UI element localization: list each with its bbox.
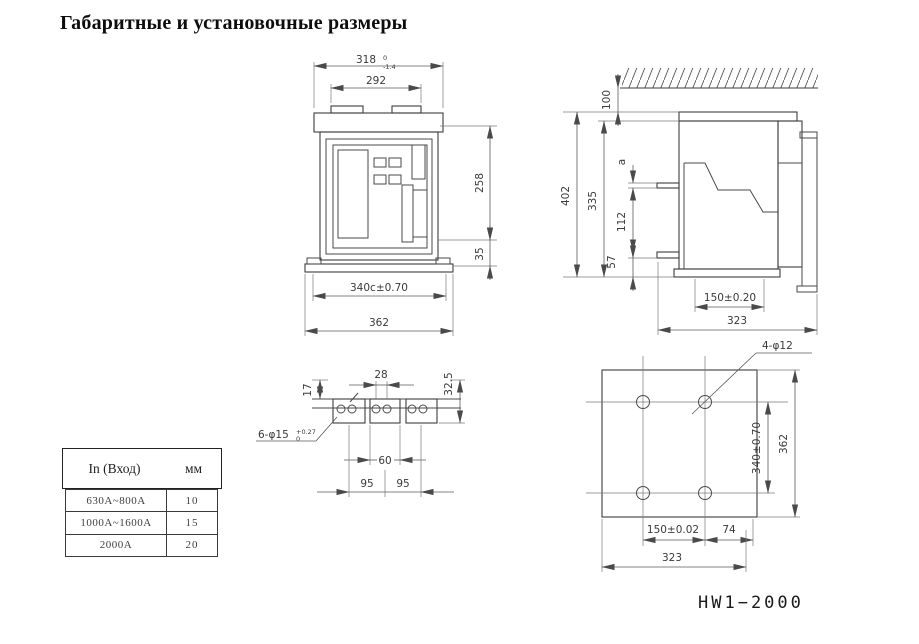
break-mark (349, 392, 359, 403)
thickness-cell: 20 (185, 539, 199, 552)
mounting-hole (698, 486, 712, 500)
dim-side-bottom-offset: 57 (606, 255, 618, 268)
front-button (388, 174, 402, 185)
dim-plate-height: 362 (778, 434, 790, 454)
mounting-plate (601, 369, 758, 518)
dim-front-width-base: 362 (369, 317, 389, 329)
dim-front-width-overall: 318 (356, 54, 376, 66)
terminal-hole (371, 404, 381, 414)
dim-front-width-tol-lower: -1.4 (383, 63, 396, 71)
mounting-plate-view: 4-φ12 340±0.70 362 150±0.02 74 323 (586, 340, 812, 572)
thickness-cell: 10 (185, 494, 199, 507)
dim-side-busbar-thickness: a (616, 159, 628, 165)
side-rear-block (777, 120, 803, 268)
spec-col-header-mm: мм (184, 460, 203, 476)
dim-terminal-width: 32.5 (443, 372, 455, 395)
dim-front-width-tol-upper: 0 (383, 54, 387, 62)
terminal-hole (382, 404, 392, 414)
front-button (373, 174, 387, 185)
front-button (373, 157, 387, 168)
dim-side-terminal-spacing: 112 (616, 212, 628, 232)
terminal-pad (332, 398, 366, 424)
label-terminal-holes-tol-lower: 0 (296, 435, 300, 443)
terminal-pad (405, 398, 438, 424)
side-rail-tab-top (799, 131, 818, 139)
front-top-cap (313, 112, 444, 133)
table-row: 1000A~1600A 15 (66, 511, 217, 534)
dim-side-gap-to-wall: 100 (601, 90, 613, 110)
dim-side-depth-overall: 323 (727, 315, 747, 327)
dim-side-height-overall: 402 (560, 186, 572, 206)
mounting-hole (698, 395, 712, 409)
dim-terminal-pitch-left: 95 (360, 478, 373, 490)
terminal-hole (347, 404, 357, 414)
front-base-plate (304, 263, 454, 273)
rating-cell: 630A~800A (66, 490, 167, 512)
front-right-slot (411, 144, 426, 180)
front-body (319, 131, 439, 261)
rating-cell: 2000A (66, 534, 167, 556)
side-rail-tab-bottom (796, 285, 818, 293)
dim-side-height-frame: 335 (587, 191, 599, 211)
front-inner-frame (325, 138, 433, 255)
mounting-hole (636, 395, 650, 409)
spec-table-header: In (Вход) мм (62, 448, 222, 489)
terminal-hole (336, 404, 346, 414)
spec-table-body: 630A~800A 10 1000A~1600A 15 2000A 20 (65, 489, 218, 557)
side-top-plate (678, 111, 798, 122)
dim-terminal-pitch-right: 95 (396, 478, 409, 490)
front-handle-slot (401, 184, 414, 243)
side-busbar-lower (656, 251, 680, 259)
side-drawout-profile (684, 162, 778, 213)
dim-terminal-inner: 60 (378, 455, 391, 467)
front-foot-right (435, 257, 451, 265)
thickness-cell: 15 (185, 516, 199, 529)
wall-hatching (622, 68, 818, 88)
front-foot-left (306, 257, 322, 265)
side-rear-rail (801, 137, 818, 287)
side-view: 100 402 335 a 112 57 150±0.20 (560, 68, 818, 335)
side-body (678, 120, 779, 270)
dim-terminal-end: 17 (302, 383, 314, 396)
terminal-hole (418, 404, 428, 414)
front-left-panel (337, 149, 369, 239)
dim-plate-mount-width: 150±0.02 (647, 524, 699, 536)
spec-col-header-in: In (Вход) (88, 460, 141, 476)
front-top-tab-left (330, 105, 364, 114)
label-terminal-holes-tol-upper: +0.27 (296, 428, 316, 436)
front-view: 318 0 -1.4 292 258 35 340c±0.70 (304, 54, 497, 336)
dim-front-width-tabs: 292 (366, 75, 386, 87)
front-handle (412, 189, 428, 238)
page-title: Габаритные и установочные размеры (60, 12, 408, 34)
model-label: HW1−2000 (698, 593, 804, 613)
dim-terminal-hole-pair: 28 (374, 369, 387, 381)
dim-plate-edge-offset: 74 (722, 524, 736, 536)
dim-plate-mount-height: 340±0.70 (751, 422, 763, 474)
label-terminal-holes: 6-φ15 (258, 429, 289, 441)
dim-front-mount-spacing: 340c±0.70 (350, 282, 408, 294)
front-button (388, 157, 402, 168)
dim-plate-width: 323 (662, 552, 682, 564)
label-plate-holes: 4-φ12 (762, 340, 793, 352)
dim-front-height-base: 35 (474, 247, 486, 260)
dim-front-height-body: 258 (474, 173, 486, 193)
front-top-tab-right (391, 105, 422, 114)
mounting-hole (636, 486, 650, 500)
terminal-hole (407, 404, 417, 414)
terminal-view: 17 28 32.5 60 (256, 369, 465, 497)
side-busbar-upper (656, 182, 680, 189)
side-bottom-plate (673, 268, 781, 278)
dim-side-mount-depth: 150±0.20 (704, 292, 756, 304)
table-row: 630A~800A 10 (66, 490, 217, 512)
rating-cell: 1000A~1600A (66, 512, 167, 534)
table-row: 2000A 20 (66, 533, 217, 556)
terminal-pad (369, 398, 401, 424)
